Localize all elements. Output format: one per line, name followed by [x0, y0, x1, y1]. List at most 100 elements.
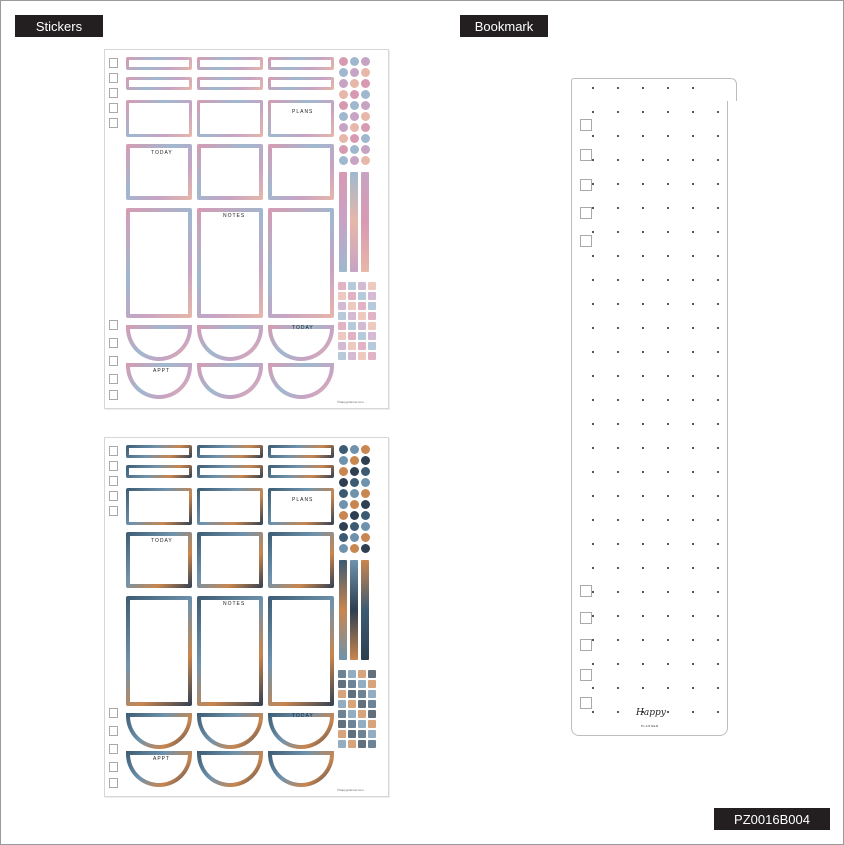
binder-hole [109, 73, 118, 83]
dot-grid-dot [667, 591, 669, 593]
mini-square-sticker [358, 680, 366, 688]
dot-grid-dot [717, 639, 719, 641]
mini-square-sticker [348, 690, 356, 698]
mini-square-sticker [348, 342, 356, 350]
dot-grid-dot [717, 159, 719, 161]
mini-square-sticker [348, 740, 356, 748]
dot-grid-dot [617, 423, 619, 425]
mini-square-sticker [338, 720, 346, 728]
header-box-sticker [197, 488, 263, 525]
dot-grid-dot [617, 351, 619, 353]
dot-grid-dot [617, 615, 619, 617]
binder-hole [580, 669, 592, 681]
dot-grid-dot [642, 567, 644, 569]
dot-grid-dot [667, 111, 669, 113]
plans-label: PLANS [292, 109, 314, 115]
happy-planner-logo: Happy [636, 708, 666, 718]
dot-grid-dot [642, 687, 644, 689]
dot-grid-dot [717, 519, 719, 521]
dot-grid-dot [667, 87, 669, 89]
mini-square-sticker [368, 332, 376, 340]
dot-sticker [350, 500, 359, 509]
copyright-text: ©happyplanner.com [337, 788, 364, 792]
mini-square-sticker [348, 700, 356, 708]
dot-grid-dot [642, 423, 644, 425]
dot-grid-dot [642, 351, 644, 353]
mini-square-sticker [348, 730, 356, 738]
dot-sticker [339, 134, 348, 143]
mini-square-sticker [368, 292, 376, 300]
washi-strip-sticker [350, 172, 358, 272]
dot-grid-dot [592, 183, 594, 185]
mini-square-sticker [368, 670, 376, 678]
dot-grid-dot [692, 639, 694, 641]
binder-hole [109, 118, 118, 128]
mini-square-sticker [338, 352, 346, 360]
dot-grid-dot [592, 615, 594, 617]
dot-grid-dot [592, 495, 594, 497]
mini-square-sticker [358, 730, 366, 738]
binder-hole [109, 338, 118, 348]
dot-grid-dot [617, 567, 619, 569]
dot-grid-dot [642, 303, 644, 305]
dot-grid-dot [617, 399, 619, 401]
half-circle-sticker [268, 325, 334, 361]
binder-hole [109, 88, 118, 98]
dot-grid-dot [692, 687, 694, 689]
dot-sticker [339, 489, 348, 498]
half-circle-sticker [126, 325, 192, 361]
dot-grid-dot [717, 423, 719, 425]
dot-grid-dot [692, 519, 694, 521]
notes-label: NOTES [223, 213, 246, 219]
dot-grid-dot [642, 591, 644, 593]
dot-sticker [361, 445, 370, 454]
today-label: TODAY [151, 150, 173, 156]
binder-hole [580, 612, 592, 624]
dot-sticker [350, 489, 359, 498]
dot-grid-dot [592, 111, 594, 113]
label-strip-sticker [197, 465, 263, 478]
binder-hole [580, 207, 592, 219]
dot-grid-dot [667, 543, 669, 545]
dot-sticker [361, 533, 370, 542]
label-strip-sticker [126, 445, 192, 458]
dot-grid-dot [692, 135, 694, 137]
mini-square-sticker [338, 690, 346, 698]
dot-grid-dot [717, 711, 719, 713]
dot-grid-dot [667, 327, 669, 329]
dot-grid-dot [717, 399, 719, 401]
dot-sticker [350, 101, 359, 110]
dot-grid-dot [717, 663, 719, 665]
binder-hole [109, 356, 118, 366]
washi-strip-sticker [339, 172, 347, 272]
dot-grid-dot [717, 591, 719, 593]
dot-grid-dot [592, 687, 594, 689]
dot-grid-dot [617, 255, 619, 257]
dot-grid-dot [692, 471, 694, 473]
header-box-sticker [126, 100, 192, 137]
mini-square-sticker [338, 710, 346, 718]
mini-square-sticker [358, 282, 366, 290]
dot-sticker [350, 134, 359, 143]
dot-sticker [361, 478, 370, 487]
binder-hole [109, 726, 118, 736]
dot-sticker [350, 522, 359, 531]
dot-sticker [350, 112, 359, 121]
dot-grid-dot [642, 495, 644, 497]
mini-square-sticker [338, 322, 346, 330]
binder-hole [109, 103, 118, 113]
mini-square-sticker [358, 322, 366, 330]
header-box-sticker [268, 488, 334, 525]
dot-grid-dot [617, 231, 619, 233]
dot-sticker [350, 57, 359, 66]
dot-grid-dot [667, 135, 669, 137]
dot-grid-dot [692, 543, 694, 545]
binder-hole [580, 149, 592, 161]
dot-grid-dot [592, 519, 594, 521]
dot-grid-dot [617, 87, 619, 89]
dot-grid-dot [592, 543, 594, 545]
dot-grid-dot [692, 423, 694, 425]
dot-grid-dot [667, 471, 669, 473]
binder-hole [580, 179, 592, 191]
dot-sticker [339, 112, 348, 121]
